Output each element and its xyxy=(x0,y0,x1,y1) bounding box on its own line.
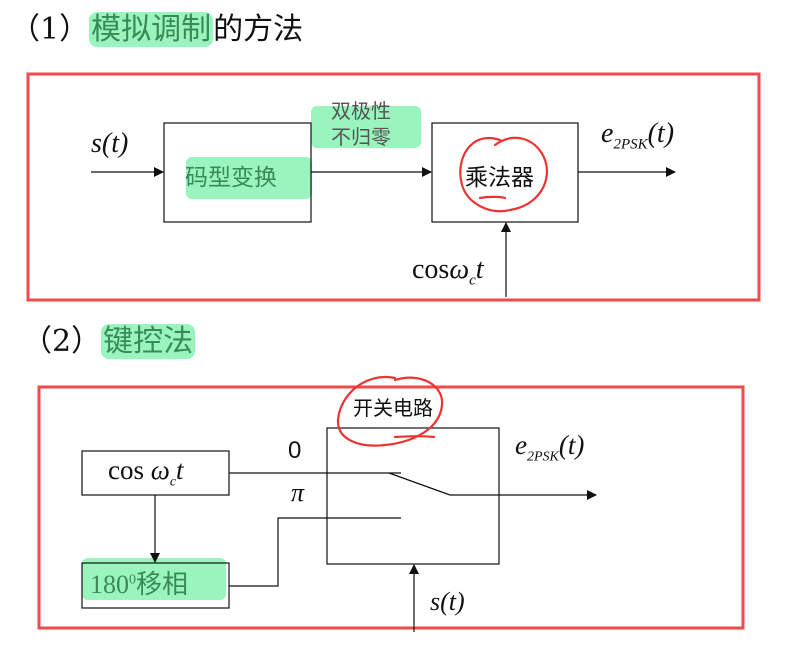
section2-frame xyxy=(37,385,745,630)
carrier-t: t xyxy=(475,254,484,285)
multiplier-label: 乘法器 xyxy=(465,165,534,191)
carrier-block-label: cos ωct xyxy=(108,455,184,490)
control-signal-label: s(t) xyxy=(430,587,465,616)
switch-circuit-label: 开关电路 xyxy=(353,396,433,420)
output-e: e xyxy=(601,118,614,149)
nrz-label-line2: 不归零 xyxy=(331,125,391,149)
switch-output-e: e xyxy=(515,430,527,460)
nrz-label-line1: 双极性 xyxy=(331,99,391,123)
output-arg: (t) xyxy=(647,118,675,149)
section2-number: （2） xyxy=(22,324,102,359)
pi-path-line xyxy=(229,517,401,587)
section1-title-highlight: 模拟调制 xyxy=(89,12,214,47)
switch-block xyxy=(326,427,500,565)
red-annotation-circle xyxy=(459,136,548,213)
output-sub: 2PSK xyxy=(613,136,648,153)
phase-shift-label: 1800移相 xyxy=(90,564,188,601)
section1-heading: （1）模拟调制的方法 xyxy=(10,10,303,50)
output-signal-label: e2PSK(t) xyxy=(601,118,674,154)
section1-title-rest: 的方法 xyxy=(213,12,304,47)
carrier-omega: ω xyxy=(449,254,470,285)
phase-shift-highlight xyxy=(82,558,226,600)
zero-phase-label: 0 xyxy=(288,437,302,464)
encoder-highlight xyxy=(186,157,312,199)
section1-frame xyxy=(26,72,761,302)
carrier-cos: cos xyxy=(412,254,450,285)
section2-title-highlight: 键控法 xyxy=(101,324,196,359)
input-signal-label: s(t) xyxy=(91,128,129,159)
switch-arm xyxy=(388,472,451,496)
red-annotation-circle-switch xyxy=(336,375,444,447)
carrier-block-sub: c xyxy=(169,474,177,490)
section1-number: （1） xyxy=(10,12,90,47)
switch-output-sub: 2PSK xyxy=(526,449,559,465)
pi-phase-label: π xyxy=(291,478,305,507)
section2-heading: （2）键控法 xyxy=(22,322,196,362)
encoder-label: 码型变换 xyxy=(185,165,277,191)
carrier-block-cos: cos xyxy=(108,455,151,485)
carrier-block-t: t xyxy=(176,455,184,485)
phase-shift-text: 移相 xyxy=(136,570,189,600)
phase-shift-degree: 0 xyxy=(129,572,136,588)
nrz-highlight xyxy=(311,106,421,148)
carrier-label: cosωct xyxy=(412,254,484,290)
carrier-sub: c xyxy=(469,272,476,289)
carrier-block-omega: ω xyxy=(150,455,170,485)
switch-output-label: e2PSK(t) xyxy=(515,430,584,465)
phase-shift-number: 180 xyxy=(90,570,129,599)
switch-output-arg: (t) xyxy=(558,430,585,460)
